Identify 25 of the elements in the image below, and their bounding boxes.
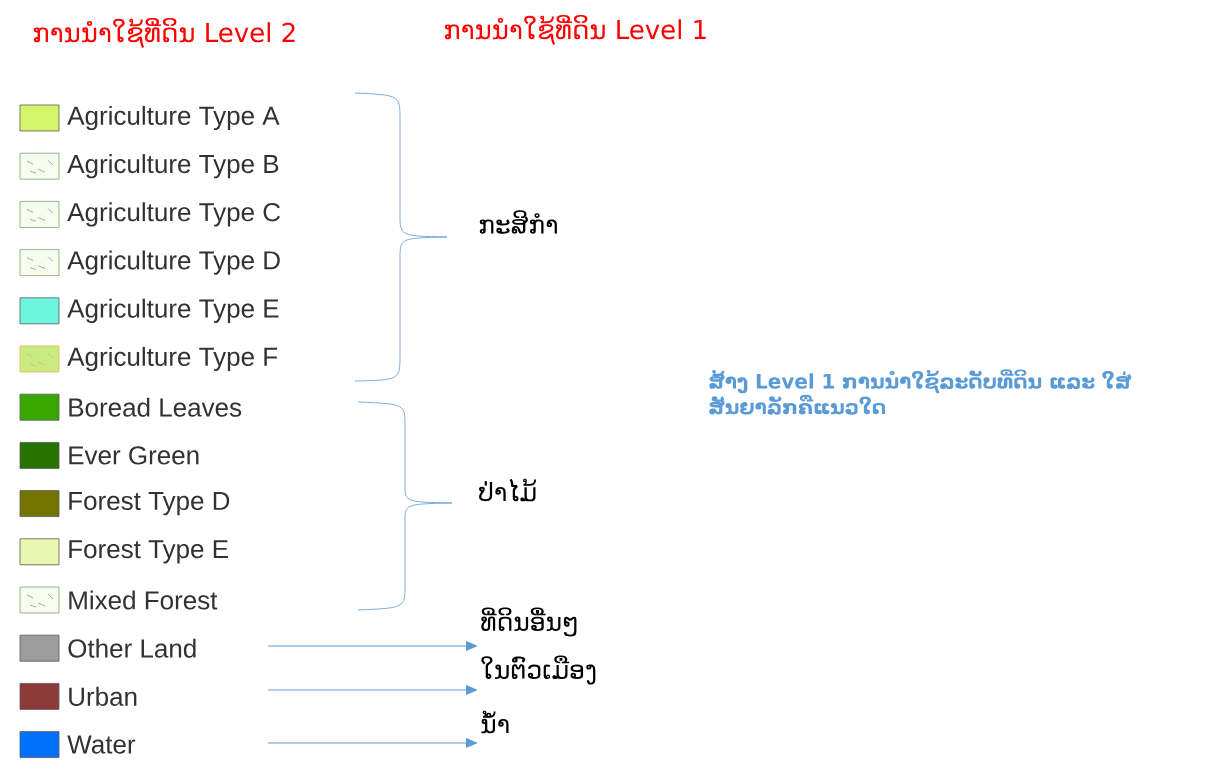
heading: ການນຳໃຊ້ທີ່ດິນ Level 2 <box>33 17 295 49</box>
category-label: ໃນຕົວເມືອງ <box>481 655 596 685</box>
note-text: ສ້າງ Level 1 ການນຳໃຊ້ລະດັບທີ່ດິນ ແລະ ໃສ່ ສັນຍາລັກຄືແນວໃດ <box>709 369 1132 415</box>
legend-label: Other Land <box>68 638 196 658</box>
legend-label: Agriculture Type C <box>67 202 281 227</box>
legend-label: Agriculture Type E <box>67 298 279 323</box>
legend-label: Ever Green <box>69 446 199 465</box>
legend-label: Boread Leaves <box>69 397 242 417</box>
arrow <box>267 738 478 748</box>
category-label: ກະສິກຳ <box>479 210 557 234</box>
category-label: ປ່າໄມ້ <box>479 478 536 502</box>
legend-label: Agriculture Type A <box>67 105 280 131</box>
legend-label: Mixed Forest <box>69 590 218 610</box>
category-label: ທີ່ດິນອື່ນໆ <box>481 607 577 637</box>
legend-label: Forest Type D <box>69 491 230 516</box>
category-label: ນ້ຳ <box>481 710 509 734</box>
legend-label: Agriculture Type B <box>67 154 279 179</box>
legend-label: Urban <box>69 686 137 706</box>
arrow <box>267 685 478 695</box>
heading: ການນຳໃຊ້ທີ່ດິນ Level 1 <box>444 14 706 46</box>
legend-label: Agriculture Type D <box>67 250 280 275</box>
arrow <box>267 641 478 651</box>
legend-label: Agriculture Type F <box>67 346 278 372</box>
legend-label: Water <box>67 735 136 754</box>
legend-label: Forest Type E <box>69 540 228 564</box>
